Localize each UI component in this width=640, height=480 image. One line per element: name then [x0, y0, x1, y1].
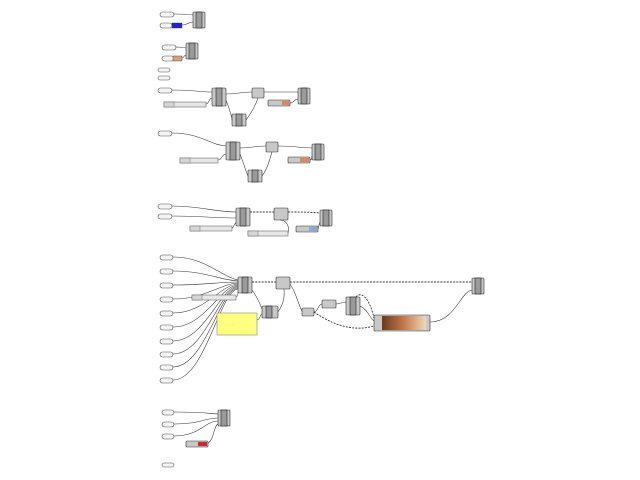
param-node[interactable]: [159, 296, 174, 303]
component-node[interactable]: [321, 299, 337, 309]
component-node[interactable]: [251, 87, 265, 99]
param-node[interactable]: [161, 421, 175, 428]
component-node[interactable]: [301, 307, 315, 317]
param-node[interactable]: [157, 87, 173, 94]
param-node[interactable]: [159, 11, 175, 18]
param-node[interactable]: [161, 462, 175, 468]
param-node[interactable]: [159, 324, 174, 331]
param-node[interactable]: [159, 364, 174, 371]
colour-gradient: [382, 316, 426, 330]
colour-swatch[interactable]: [171, 22, 183, 29]
component-node[interactable]: [275, 276, 291, 290]
colour-swatch[interactable]: [198, 442, 207, 446]
param-node[interactable]: [157, 130, 173, 137]
group-7: [161, 409, 231, 448]
panel-text: · · · · ·: [229, 323, 236, 326]
component-node[interactable]: [265, 141, 279, 153]
param-node[interactable]: [157, 213, 173, 220]
group-6: · · · · ·: [159, 254, 485, 384]
group-2: [161, 42, 199, 62]
param-node[interactable]: [159, 377, 174, 384]
group-4: [157, 130, 325, 183]
panel-note[interactable]: [216, 312, 258, 336]
group-5: [157, 203, 333, 237]
group-3: [157, 87, 311, 127]
group-1: [159, 11, 206, 29]
param-node[interactable]: [159, 268, 174, 275]
param-node[interactable]: [157, 203, 173, 210]
param-node[interactable]: [159, 310, 174, 317]
colour-swatch[interactable]: [300, 158, 309, 162]
param-node[interactable]: [159, 282, 174, 289]
param-node[interactable]: [161, 44, 177, 51]
param-node[interactable]: [161, 55, 175, 62]
colour-swatch[interactable]: [282, 101, 290, 105]
param-node[interactable]: [161, 409, 175, 416]
colour-swatch[interactable]: [172, 55, 183, 62]
param-node[interactable]: [159, 351, 174, 358]
param-node[interactable]: [161, 433, 175, 440]
component-node[interactable]: [273, 207, 289, 221]
param-node[interactable]: [159, 254, 174, 261]
param-node[interactable]: [159, 338, 174, 345]
colour-swatch[interactable]: [309, 227, 317, 231]
param-node[interactable]: [157, 75, 171, 81]
param-node[interactable]: [159, 22, 173, 29]
param-node[interactable]: [157, 67, 171, 73]
